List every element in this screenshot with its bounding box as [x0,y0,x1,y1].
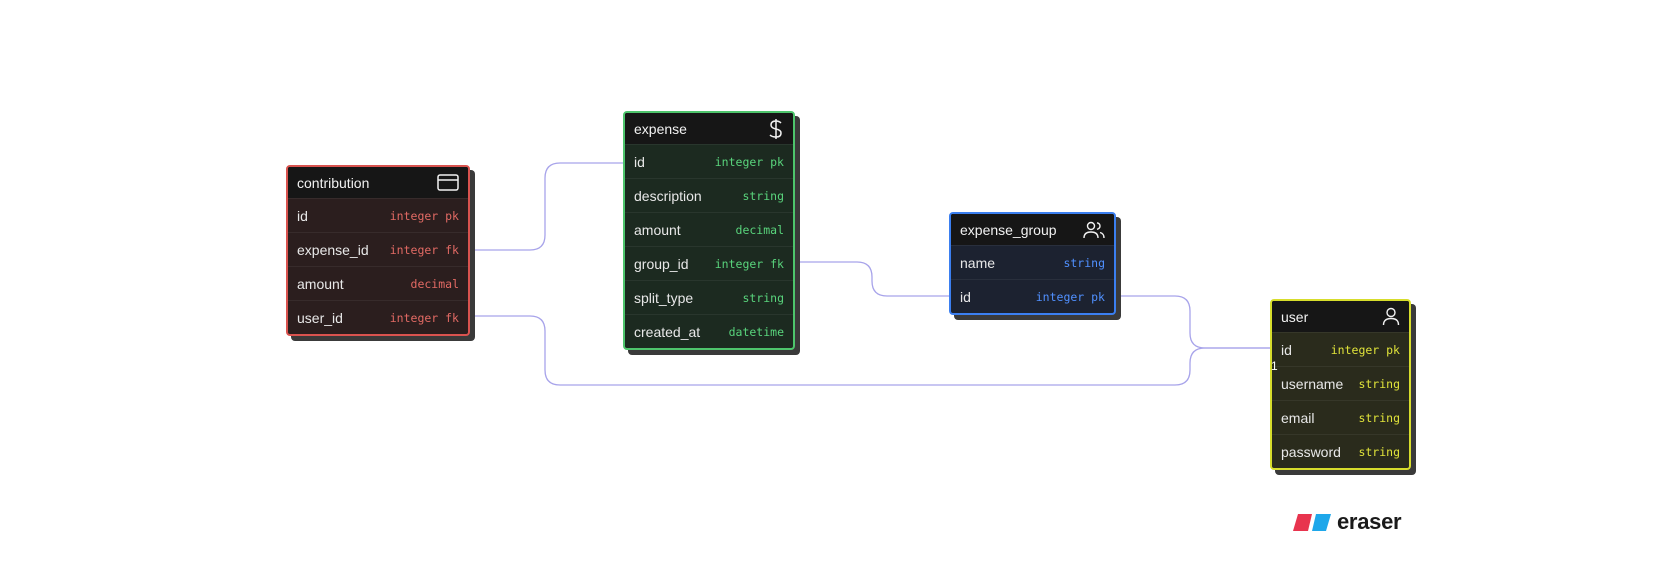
field-type: integer fk [389,310,459,325]
field-name: id [960,288,971,305]
field-name: password [1281,443,1341,460]
user-icon [1382,307,1400,326]
field-row[interactable]: user_id integer fk [288,300,468,334]
field-name: amount [634,221,681,238]
field-type: string [1358,376,1400,391]
field-type: string [1063,255,1105,270]
field-row[interactable]: username string [1272,366,1409,400]
entity-contribution[interactable]: contribution id integer pk expense_id in… [286,165,470,336]
edge-contribution-expense [466,162,623,251]
users-icon [1083,221,1105,239]
field-name: group_id [634,255,689,272]
entity-user[interactable]: user id integer pk username string email… [1270,299,1411,470]
field-type: datetime [728,324,784,339]
entity-header[interactable]: expense [625,113,793,144]
eraser-logo-icon [1293,513,1331,531]
field-type: string [742,188,784,203]
field-row[interactable]: name string [951,245,1114,279]
entity-title: user [1281,308,1309,325]
field-name: email [1281,409,1315,426]
field-row[interactable]: id integer pk [625,144,793,178]
entity-expense[interactable]: expense id integer pk description string… [623,111,795,350]
field-name: user_id [297,309,343,326]
field-name: name [960,254,996,271]
field-name: id [1281,341,1292,358]
edge-contribution-user [466,315,1270,386]
field-row[interactable]: password string [1272,434,1409,468]
cardinality-marker: 1 [1271,359,1278,373]
field-type: string [1358,444,1400,459]
field-name: created_at [634,323,701,340]
field-name: expense_id [297,241,369,258]
field-name: id [634,153,645,170]
field-type: integer pk [714,154,784,169]
field-name: amount [297,275,344,292]
entity-header[interactable]: expense_group [951,214,1114,245]
entity-header[interactable]: user [1272,301,1409,332]
entity-title: expense [634,120,687,137]
field-row[interactable]: created_at datetime [625,314,793,348]
field-type: string [742,290,784,305]
field-name: description [634,187,702,204]
field-row[interactable]: description string [625,178,793,212]
field-type: string [1358,410,1400,425]
edge-group-user [1112,295,1270,349]
entity-header[interactable]: contribution [288,167,468,198]
entity-title: expense_group [960,221,1057,238]
field-row[interactable]: group_id integer fk [625,246,793,280]
field-type: decimal [735,222,784,237]
entity-expense-group[interactable]: expense_group name string id integer pk [949,212,1116,315]
field-row[interactable]: email string [1272,400,1409,434]
field-type: integer fk [389,242,459,257]
field-row[interactable]: expense_id integer fk [288,232,468,266]
edge-expense-group [791,261,949,297]
field-name: username [1281,375,1344,392]
field-type: decimal [410,276,459,291]
card-icon [437,174,459,191]
entity-title: contribution [297,174,370,191]
dollar-icon [768,118,784,140]
brand-watermark: eraser [1293,509,1402,535]
field-type: integer pk [389,208,459,223]
field-row[interactable]: id integer pk [1272,332,1409,366]
brand-name: eraser [1337,509,1402,534]
field-name: split_type [634,289,694,306]
field-type: integer pk [1330,342,1400,357]
field-row[interactable]: amount decimal [288,266,468,300]
field-type: integer fk [714,256,784,271]
field-row[interactable]: id integer pk [288,198,468,232]
field-name: id [297,207,308,224]
field-row[interactable]: amount decimal [625,212,793,246]
field-type: integer pk [1035,289,1105,304]
field-row[interactable]: split_type string [625,280,793,314]
field-row[interactable]: id integer pk [951,279,1114,313]
